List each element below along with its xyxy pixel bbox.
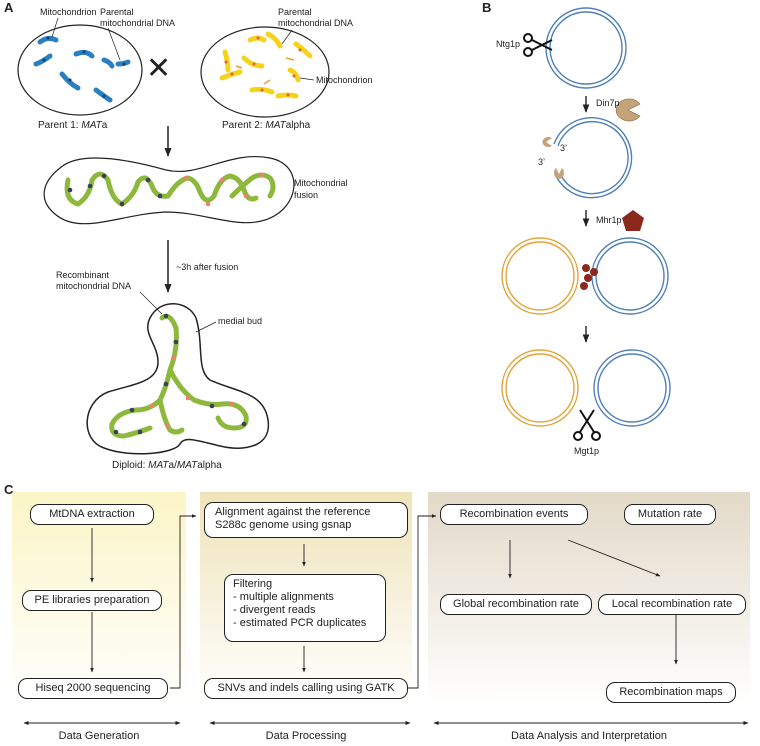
pe-libraries-box: PE libraries preparation	[22, 590, 162, 611]
filter-item: - divergent reads	[233, 604, 316, 616]
alignment-box: Alignment against the reference S288c ge…	[204, 502, 408, 538]
mhr1p-cluster	[580, 264, 598, 290]
filtering-title: Filtering	[233, 578, 273, 590]
mhr1p-left-plasmid	[501, 237, 579, 315]
din7p-plasmid	[553, 117, 633, 199]
din7p-pac-bottom-icon	[554, 168, 564, 179]
filtering-box: Filtering - multiple alignments - diverg…	[224, 574, 386, 642]
parent2-dna-label-1: Parental	[278, 7, 312, 17]
filter-item: - multiple alignments	[233, 591, 334, 603]
three-prime-bottom-label: 3’	[538, 157, 546, 167]
parent1-label: Parent 1: MATa	[38, 120, 108, 131]
panel-c-letter: C	[4, 482, 14, 497]
mgt1p-scissors-icon	[573, 409, 601, 441]
recombination-maps-box: Recombination maps	[606, 682, 736, 703]
ntg1p-plasmid	[545, 7, 627, 89]
fusion-label-2: fusion	[294, 190, 319, 200]
din7p-enzyme-icon	[615, 98, 641, 122]
global-rate-box: Global recombination rate	[440, 594, 592, 615]
alignment-line-1: Alignment against the reference	[215, 506, 371, 518]
recombinant-label-2: mitochondrial DNA	[56, 281, 132, 291]
parent2-dna-label-2: mitochondrial DNA	[278, 18, 354, 28]
mhr1p-label: Mhr1p	[596, 215, 622, 225]
parent1-cell	[17, 24, 143, 116]
diploid-mitochondria	[109, 313, 249, 439]
parent1-dna-label-1: Parental	[100, 7, 134, 17]
three-prime-top-label: 3’	[560, 143, 568, 153]
analysis-footer: Data Analysis and Interpretation	[511, 730, 667, 742]
parent2-mito-label: Mitochondrion	[316, 75, 373, 85]
mgt1p-label: Mgt1p	[574, 446, 600, 456]
mtdna-extraction-box: MtDNA extraction	[30, 504, 154, 525]
panel-b-letter: B	[482, 0, 492, 15]
recombinant-label-1: Recombinant	[56, 270, 110, 280]
mhr1p-protein-icon	[622, 210, 644, 231]
local-rate-box: Local recombination rate	[598, 594, 746, 615]
time-label: ~3h after fusion	[176, 262, 239, 272]
din7p-label: Din7p	[596, 98, 620, 108]
recombination-events-box: Recombination events	[440, 504, 588, 525]
filter-item: - estimated PCR duplicates	[233, 617, 367, 629]
parent1-dna-label-2: mitochondrial DNA	[100, 18, 176, 28]
hiseq-sequencing-box: Hiseq 2000 sequencing	[18, 678, 168, 699]
snv-calling-box: SNVs and indels calling using GATK	[204, 678, 408, 699]
diploid-label: Diploid: MATa/MATalpha	[112, 460, 222, 471]
alignment-line-2: S288c genome using gsnap	[215, 519, 352, 531]
ntg1p-scissors-icon	[523, 33, 553, 57]
din7p-pac-top-icon	[542, 137, 552, 147]
ntg1p-label: Ntg1p	[496, 39, 521, 49]
fusion-label-1: Mitochondrial	[294, 178, 348, 188]
mgt1p-left-plasmid	[501, 349, 579, 427]
mgt1p-right-plasmid	[593, 349, 671, 427]
parent1-mito-label: Mitochondrion	[40, 7, 97, 17]
mhr1p-right-plasmid	[591, 237, 669, 315]
processing-footer: Data Processing	[265, 730, 347, 742]
generation-footer: Data Generation	[58, 730, 140, 742]
cross-symbol: ✕	[146, 52, 171, 85]
parent2-label: Parent 2: MATalpha	[222, 120, 311, 131]
panel-a-letter: A	[4, 0, 14, 15]
medial-bud-label: medial bud	[218, 316, 263, 326]
mutation-rate-box: Mutation rate	[624, 504, 716, 525]
